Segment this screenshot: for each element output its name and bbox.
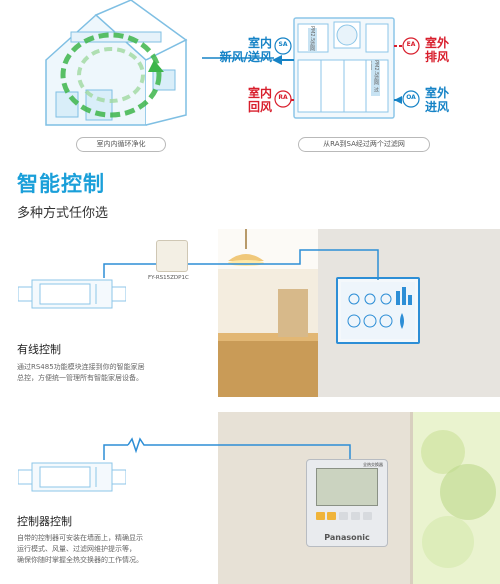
- wired-control-title: 有线控制: [17, 343, 61, 356]
- wired-connection-lines: [103, 249, 379, 280]
- rs485-module: [156, 240, 188, 272]
- ra-tag: RA: [278, 94, 288, 101]
- recirculation-pill: 室内内循环净化: [76, 137, 166, 152]
- heat-exchanger-unit-controller: [17, 460, 127, 494]
- house-diagram: [36, 0, 196, 135]
- indoor-return-air-label: 室内 回风: [247, 86, 272, 114]
- wired-control-desc: 通过RS485功能模块连接到你的智能家居 总控，方便统一管理所有智能家居设备。: [17, 363, 145, 382]
- sa-tag: SA: [278, 41, 288, 48]
- controller-connection-lines: [103, 437, 351, 460]
- controller-control-desc: 自带的控制器可安装在墙面上，精确显示 运行模式、风量、过滤网维护提示等， 确保你…: [17, 534, 143, 564]
- wall-controller: 全热交换器 Panasonic: [306, 459, 388, 547]
- oa-tag: OA: [406, 94, 416, 101]
- ea-tag: EA: [406, 41, 416, 48]
- controller-control-title: 控制器控制: [17, 515, 72, 528]
- heat-exchanger-unit-wired: [17, 277, 127, 311]
- smart-home-panel: [336, 277, 420, 344]
- panasonic-logo: Panasonic: [324, 533, 370, 542]
- controller-buttons: [316, 512, 376, 526]
- filter-path-pill: 从RA到SA经过两个过滤网: [298, 137, 430, 152]
- outdoor-in-label: 室外 进风: [425, 86, 450, 114]
- outdoor-exhaust-label: 室外 排风: [425, 36, 450, 64]
- airflow-diagram: [196, 0, 496, 135]
- page-subtitle: 多种方式任你选: [17, 206, 109, 221]
- page-title: 智能控制: [17, 172, 105, 196]
- filter-label-1: PM2.5滤网: [309, 26, 315, 52]
- rs485-module-label: FY-RS15ZDP1C: [148, 275, 189, 281]
- indoor-new-air-label: 室内 新风/送风: [219, 36, 272, 64]
- controller-screen: [316, 468, 378, 506]
- filter-label-2: PM2.5滤网 过滤网: [371, 60, 379, 92]
- controller-device-label: 全热交换器: [363, 462, 383, 467]
